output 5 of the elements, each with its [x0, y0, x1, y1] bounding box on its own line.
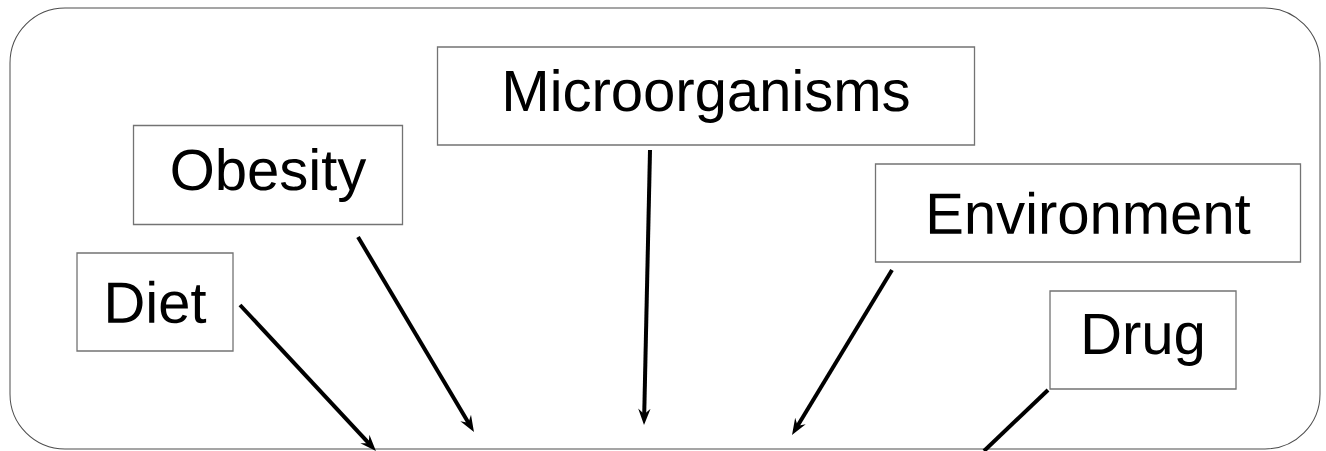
label-box: Drug [1049, 290, 1237, 390]
label-box: Obesity [132, 124, 404, 226]
label-box: Diet [76, 252, 234, 352]
label-box: Microorganisms [436, 46, 976, 146]
label-box: Environment [874, 163, 1302, 263]
